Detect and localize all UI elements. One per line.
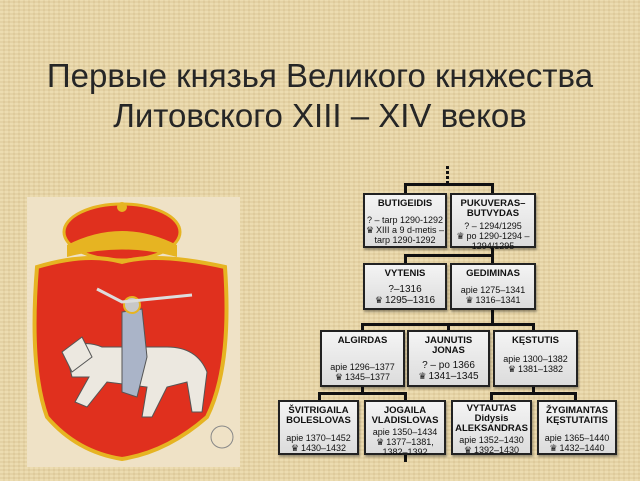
slide-title-line-1: Первые князья Великого княжества: [46, 57, 594, 94]
connector: [404, 254, 494, 257]
crown-icon: ♛: [549, 443, 558, 453]
crown-icon: ♛: [456, 231, 465, 241]
slide-title-line-2: Литовского XIII – XIV веков: [113, 97, 527, 134]
crown-icon: ♛: [374, 295, 383, 305]
ruler-node-algirdas: ALGIRDAS apie 1296–1377♛1345–1377: [320, 330, 405, 387]
connector: [447, 323, 450, 331]
ruler-node-jogaila: JOGAILA VLADISLOVAS apie 1350–1434♛1377–…: [364, 400, 446, 457]
connector: [404, 183, 407, 194]
ruler-node-vytautas: VYTAUTAS Didysis ALEKSANDRAS apie 1352–1…: [451, 400, 532, 455]
coat-of-arms-image: [27, 197, 240, 467]
connector: [318, 392, 407, 395]
connector: [490, 392, 577, 395]
ruler-node-kestutis: KĘSTUTIS apie 1300–1382♛1381–1382: [493, 330, 578, 387]
crown-icon: ♛: [465, 295, 474, 305]
vytis-emblem-icon: [32, 202, 234, 462]
ruler-node-butigeidis: BUTIGEIDIS ? – tarp 1290-1292♛XIII a 9 d…: [363, 193, 447, 248]
ruler-node-jaunutis: JAUNUTIS JONAS ? – po 1366♛1341–1345: [407, 330, 490, 387]
connector: [532, 386, 535, 393]
connector: [574, 392, 577, 401]
connector: [404, 183, 494, 186]
connector: [491, 183, 494, 194]
crown-icon: ♛: [365, 225, 375, 235]
crown-icon: ♛: [463, 445, 472, 455]
connector: [446, 166, 449, 184]
ruler-node-gediminas: GEDIMINAS apie 1275–1341♛1316–1341: [450, 263, 536, 310]
connector: [491, 309, 494, 325]
connector: [318, 392, 321, 401]
crown-icon: ♛: [290, 443, 299, 453]
crown-icon: ♛: [418, 371, 427, 381]
crown-icon: ♛: [507, 364, 516, 374]
ruler-node-vytenis: VYTENIS ?–1316♛1295–1316: [363, 263, 447, 310]
connector: [532, 323, 535, 331]
crown-icon: ♛: [334, 372, 343, 382]
crown-icon: ♛: [376, 437, 385, 447]
connector: [361, 386, 364, 393]
connector: [404, 454, 407, 462]
ruler-node-svitrigaila: ŠVITRIGAILA BOLESLOVAS apie 1370–1452♛14…: [278, 400, 359, 455]
connector: [404, 254, 407, 264]
ruler-node-zygimantas: ŽYGIMANTAS KĘSTUTAITIS apie 1365–1440♛14…: [537, 400, 617, 455]
connector: [490, 392, 493, 401]
ruler-node-pukuveras: PUKUVERAS– BUTVYDAS ? – 1294/1295♛po 129…: [450, 193, 536, 251]
connector: [404, 392, 407, 401]
connector: [361, 323, 364, 331]
